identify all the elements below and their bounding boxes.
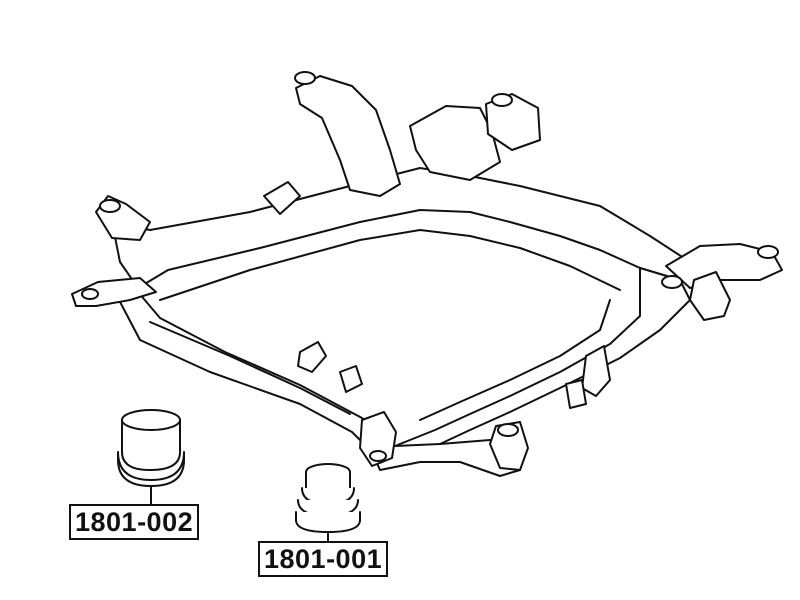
bracket-4: [565, 379, 587, 409]
bracket-5: [263, 181, 301, 215]
right-rail: [394, 267, 691, 457]
rear-cross-member: [111, 167, 691, 289]
right-upright: [689, 271, 731, 321]
mount-tower-right: [491, 93, 513, 107]
frame-mounts: [81, 71, 779, 462]
part-number-label-1801-001: 1801-001: [258, 541, 389, 577]
left-tower: [295, 75, 401, 197]
mount-front-left-ear: [369, 450, 387, 462]
front-left-ear: [359, 411, 397, 467]
bracket-3: [581, 345, 611, 397]
mount-rear-left: [99, 199, 121, 213]
mount-front-right: [661, 275, 683, 289]
right-mount-block: [485, 93, 541, 151]
bushing-b-drawing: [295, 463, 361, 543]
mount-front-center: [497, 423, 519, 437]
right-tower: [409, 105, 501, 181]
mount-tower-left: [294, 71, 316, 85]
mount-front-left: [81, 288, 99, 300]
bracket-1: [297, 341, 327, 373]
bracket-2: [339, 365, 363, 393]
mount-right: [757, 245, 779, 259]
bushing-a-drawing: [117, 409, 185, 505]
part-number-label-1801-002: 1801-002: [69, 504, 200, 540]
